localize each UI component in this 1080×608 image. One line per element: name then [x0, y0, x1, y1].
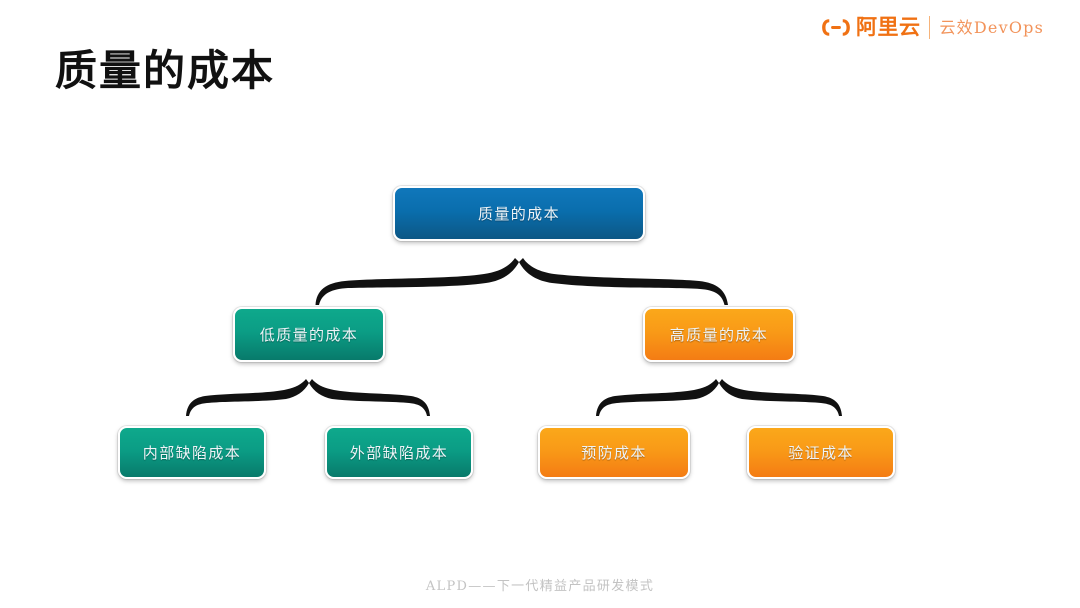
brace-low	[186, 379, 430, 416]
node-prevention-cost[interactable]: 预防成本	[538, 426, 690, 479]
node-external-defect-cost[interactable]: 外部缺陷成本	[325, 426, 473, 479]
alibaba-cloud-logo-icon	[822, 19, 850, 36]
brace-root	[315, 258, 728, 305]
node-verification-cost[interactable]: 验证成本	[747, 426, 895, 479]
alibaba-cloud-mark: 阿里云	[821, 17, 921, 38]
brand-name-cn: 阿里云	[855, 15, 921, 39]
node-label: 验证成本	[788, 444, 854, 462]
node-low-quality-cost[interactable]: 低质量的成本	[233, 307, 385, 362]
node-label: 外部缺陷成本	[349, 444, 449, 462]
node-label: 内部缺陷成本	[142, 444, 242, 462]
slide-footer: ALPD——下一代精益产品研发模式	[425, 579, 655, 594]
node-label: 低质量的成本	[259, 326, 359, 344]
brand-divider	[929, 16, 931, 39]
brand-product-name: 云效DevOps	[939, 17, 1044, 37]
node-label: 质量的成本	[477, 205, 560, 223]
node-label: 预防成本	[581, 444, 647, 462]
node-root-cost-of-quality[interactable]: 质量的成本	[393, 186, 645, 241]
brand-logo: 阿里云 云效DevOps	[821, 16, 1044, 39]
node-internal-defect-cost[interactable]: 内部缺陷成本	[118, 426, 266, 479]
node-high-quality-cost[interactable]: 高质量的成本	[643, 307, 795, 362]
brace-high	[596, 379, 842, 416]
node-label: 高质量的成本	[669, 326, 769, 344]
page-title: 质量的成本	[55, 46, 276, 95]
